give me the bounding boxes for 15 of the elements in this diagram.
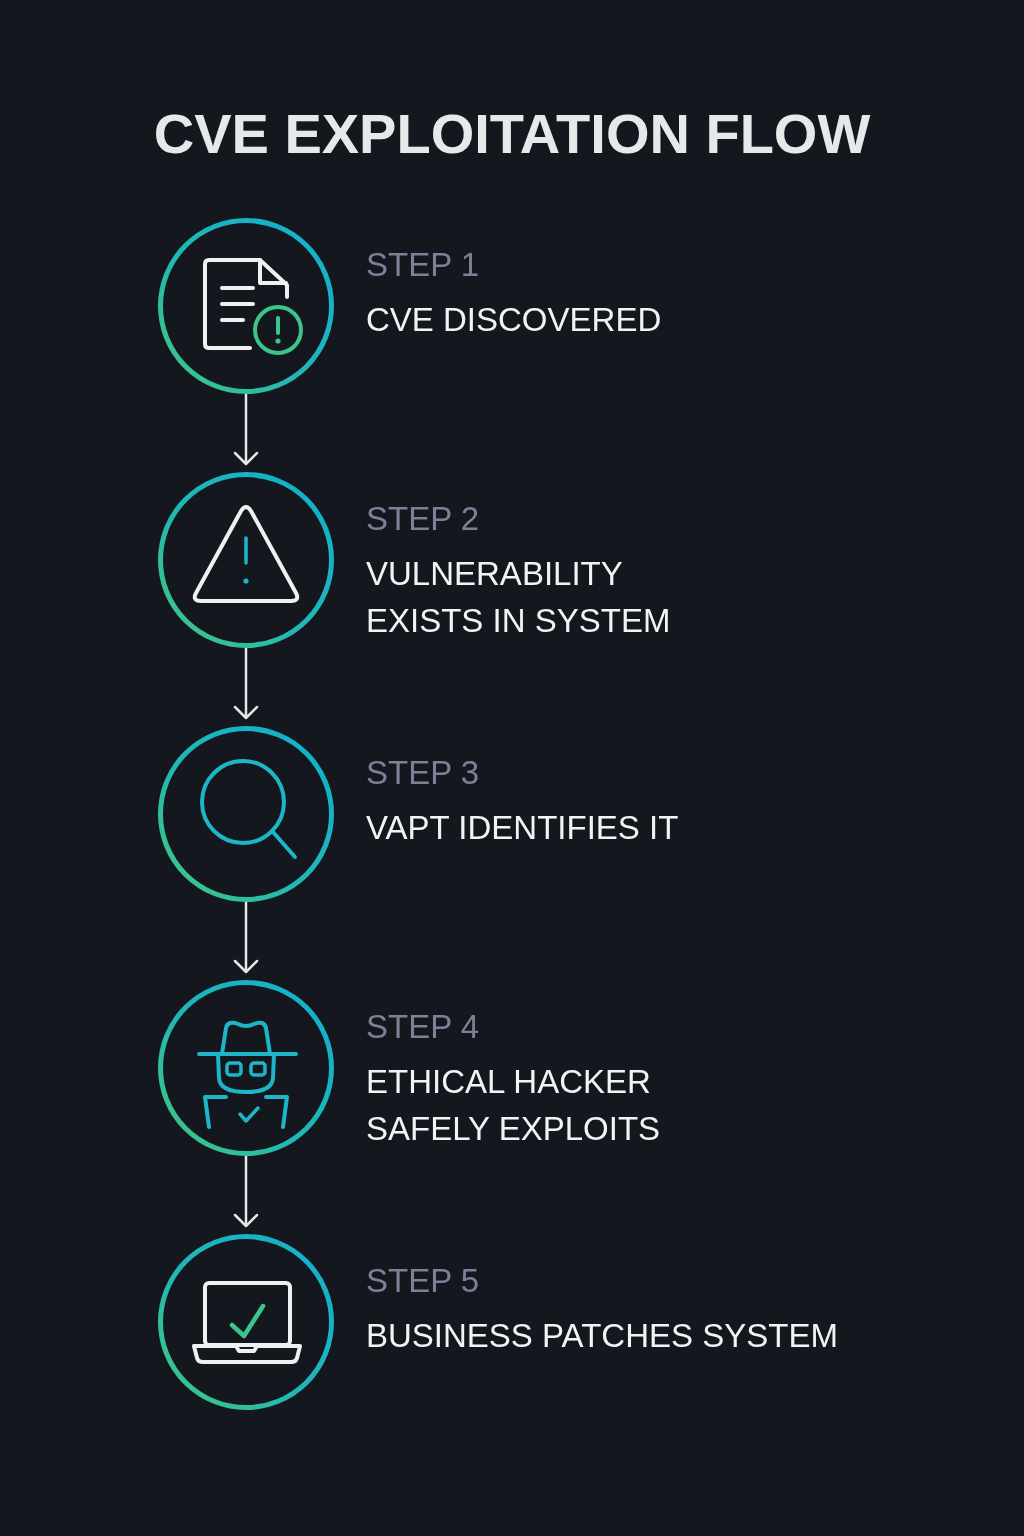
- arrow: [233, 648, 259, 720]
- step-description: ETHICAL HACKER SAFELY EXPLOITS: [366, 1062, 662, 1149]
- step-label: STEP 3: [366, 753, 480, 793]
- arrow: [233, 1156, 259, 1228]
- step-label: STEP 4: [366, 1007, 480, 1047]
- step-description: CVE DISCOVERED: [366, 300, 663, 340]
- diagram-title: CVE EXPLOITATION FLOW: [152, 101, 872, 167]
- step-description: BUSINESS PATCHES SYSTEM: [366, 1316, 839, 1356]
- step-label: STEP 2: [366, 499, 480, 539]
- arrow: [233, 394, 259, 466]
- step-label: STEP 1: [366, 245, 480, 285]
- arrow: [233, 902, 259, 974]
- step-description: VAPT IDENTIFIES IT: [366, 808, 680, 848]
- step-label: STEP 5: [366, 1261, 480, 1301]
- step-description: VULNERABILITY EXISTS IN SYSTEM: [366, 554, 672, 641]
